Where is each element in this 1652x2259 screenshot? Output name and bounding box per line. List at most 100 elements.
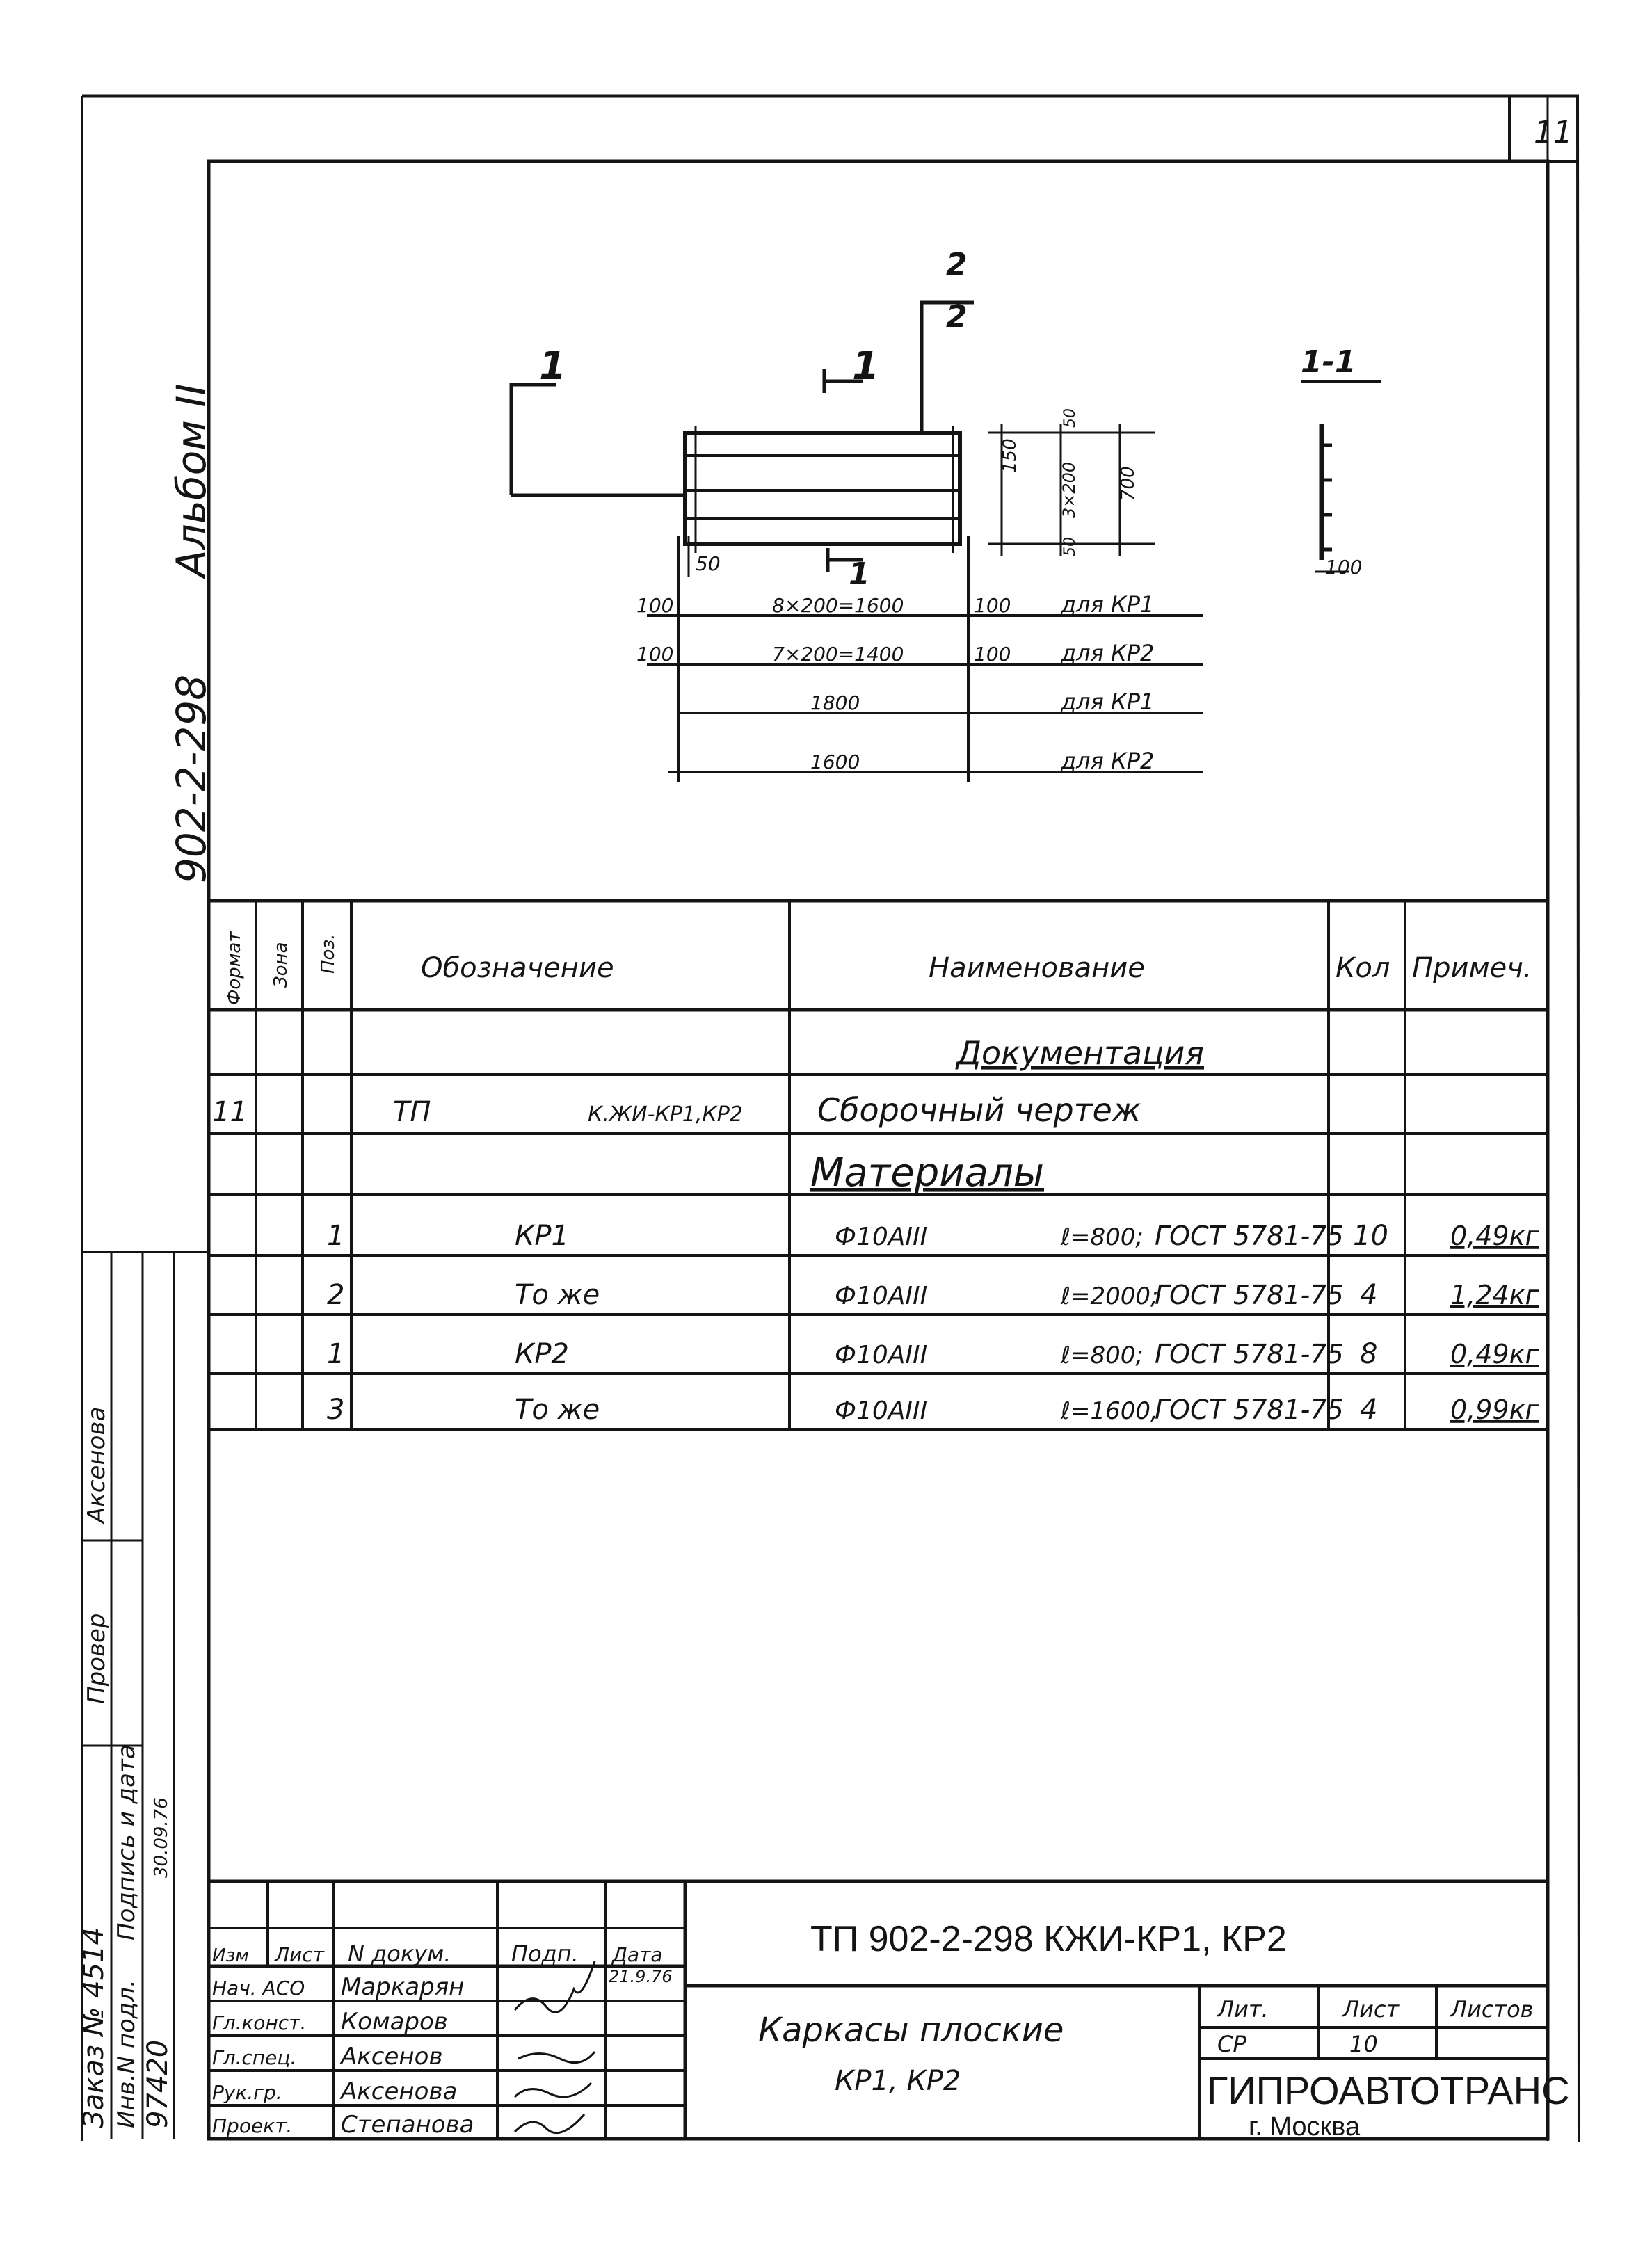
doc-name: Сборочный чертеж: [817, 1091, 1141, 1129]
section-view-dim-100: 100: [1325, 556, 1362, 579]
sign-date-label: Подпись и дата: [113, 1744, 141, 1940]
frame-drawing: [509, 300, 1381, 782]
r4-designation: То же: [515, 1394, 600, 1426]
tb-lit-label: Лит.: [1217, 1996, 1269, 2023]
r2-len: ℓ=2000;: [1060, 1283, 1159, 1310]
signature-1: [513, 1961, 596, 2013]
signature-5: [513, 2114, 586, 2135]
tb-name-2: Комаров: [341, 2008, 448, 2036]
tb-role-3: Гл.спец.: [212, 2046, 296, 2069]
r4-std: ГОСТ 5781-75: [1155, 1394, 1344, 1425]
tb-role-1: Нач. АСО: [212, 1977, 305, 2000]
tb-title-2: КР1, КР2: [835, 2065, 961, 2097]
r2-qty: 4: [1360, 1279, 1377, 1311]
dim-150: 150: [1000, 438, 1020, 473]
row2-right: 100: [974, 643, 1011, 666]
project-code-vertical: 902-2-298: [168, 675, 215, 883]
row1-text: 8×200=1600: [772, 594, 904, 617]
tb-role-5: Проект.: [212, 2114, 292, 2137]
dim-50-bot: 50: [1061, 537, 1079, 556]
tb-city: г. Москва: [1249, 2112, 1361, 2141]
section-label-bot: 1: [849, 556, 870, 592]
section-label-top-b: 2: [946, 299, 968, 335]
r3-len: ℓ=800;: [1060, 1342, 1144, 1369]
r1-designation: КР1: [515, 1220, 569, 1252]
tb-date-1: 21.9.76: [609, 1967, 673, 1986]
inv-label: Инв.N подл.: [113, 1979, 141, 2128]
sign-date-value: 30.09.76: [151, 1797, 172, 1878]
tb-org: ГИПРОАВТОТРАНС: [1207, 2068, 1570, 2112]
signature-3: [518, 2051, 596, 2064]
order-number: Заказ № 4514: [78, 1927, 110, 2128]
r2-designation: То же: [515, 1279, 600, 1311]
section-docs: Документация: [955, 1034, 1204, 1072]
row2-left: 100: [636, 643, 673, 666]
tb-lit-value: СР: [1217, 2031, 1246, 2057]
frame-outline: [683, 431, 962, 546]
section-label-top-a: 2: [946, 247, 968, 282]
r1-pos: 1: [327, 1220, 344, 1252]
r3-designation: КР2: [515, 1338, 569, 1370]
r3-qty: 8: [1360, 1338, 1377, 1370]
tb-name-3: Аксенов: [339, 2043, 442, 2071]
signatures: [513, 1961, 596, 2135]
tb-sheet-label: Лист: [1342, 1996, 1400, 2023]
check-label: Провер: [83, 1614, 111, 1705]
inv-value: 97420: [142, 2040, 174, 2128]
col-format: Формат: [224, 931, 245, 1005]
row4-text: 1600: [810, 750, 860, 773]
row3-note: для КР1: [1060, 689, 1154, 715]
r3-std: ГОСТ 5781-75: [1155, 1339, 1344, 1369]
r2-std: ГОСТ 5781-75: [1155, 1280, 1344, 1310]
sheet-corner-number: 11: [1534, 115, 1573, 150]
tb-h-list: Лист: [274, 1943, 325, 1966]
r4-len: ℓ=1600,: [1060, 1397, 1158, 1425]
col-note: Примеч.: [1412, 952, 1532, 984]
r1-std: ГОСТ 5781-75: [1155, 1221, 1344, 1251]
col-qty: Кол: [1336, 952, 1390, 984]
r4-note: 0,99кг: [1450, 1394, 1540, 1425]
dim-50-top: 50: [1061, 408, 1079, 428]
tb-role-4: Рук.гр.: [212, 2081, 282, 2104]
dim-3x200: 3×200: [1059, 462, 1079, 518]
r4-qty: 4: [1360, 1394, 1377, 1426]
section-line-left: [509, 383, 556, 495]
doc-format: 11: [212, 1096, 248, 1128]
tb-name-5: Степанова: [341, 2111, 474, 2139]
inner-frame: [207, 159, 1550, 2141]
doc-prefix: ТП: [393, 1096, 431, 1128]
col-name: Наименование: [929, 952, 1145, 984]
r2-name: Ф10АIII: [835, 1282, 927, 1310]
tb-h-sign: Подп.: [511, 1940, 579, 1967]
r3-pos: 1: [327, 1338, 344, 1370]
section-line-top: [920, 300, 974, 433]
row4-note: для КР2: [1060, 748, 1154, 774]
tb-h-date: Дата: [611, 1943, 663, 1966]
col-designation: Обозначение: [421, 952, 614, 984]
album-label: Альбом II: [168, 383, 215, 580]
row2-note: для КР2: [1060, 640, 1154, 666]
section-label-mid: 1: [852, 344, 879, 389]
frame-right-outer: [1576, 97, 1580, 2143]
tb-sheet-value: 10: [1349, 2031, 1378, 2057]
tb-role-2: Гл.конст.: [212, 2011, 306, 2034]
row1-right: 100: [974, 594, 1011, 617]
col-pos: Поз.: [318, 933, 339, 974]
doc-designation: К.ЖИ-КР1,КР2: [588, 1102, 743, 1127]
r1-qty: 10: [1353, 1220, 1388, 1252]
title-block-grid: [209, 1879, 1548, 2139]
r1-name: Ф10АIII: [835, 1223, 927, 1251]
tb-name-4: Аксенова: [339, 2077, 457, 2105]
r2-note: 1,24кг: [1450, 1280, 1540, 1310]
tb-name-1: Маркарян: [341, 1973, 464, 2001]
row3-text: 1800: [810, 691, 860, 714]
tb-code: ТП 902-2-298 КЖИ-КР1, КР2: [810, 1919, 1287, 1959]
dim-700: 700: [1118, 466, 1139, 501]
r1-len: ℓ=800;: [1060, 1223, 1144, 1251]
r3-name: Ф10АIII: [835, 1341, 927, 1369]
signature-4: [513, 2082, 593, 2098]
row1-left: 100: [636, 594, 673, 617]
r4-pos: 3: [327, 1394, 344, 1426]
tb-h-izm: Изм: [212, 1945, 249, 1966]
